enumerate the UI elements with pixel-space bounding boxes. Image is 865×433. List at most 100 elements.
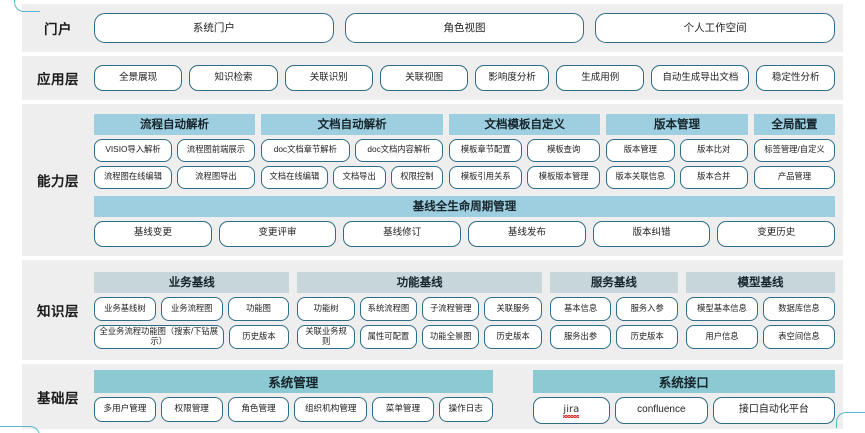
- app-item-generate-case[interactable]: 生成用例: [556, 65, 645, 91]
- lifecycle-item-change-history[interactable]: 变更历史: [717, 220, 836, 247]
- know-chip-function-panorama[interactable]: 功能全景图: [422, 324, 480, 349]
- know-chip-system-flowchart[interactable]: 系统流程图: [359, 296, 418, 321]
- lifecycle-item-baseline-revision[interactable]: 基线修订: [343, 220, 462, 247]
- cap-chip-version-relation-info[interactable]: 版本关联信息: [606, 165, 675, 189]
- know-chip-function-diagram[interactable]: 功能图: [227, 296, 290, 321]
- know-chip-service-history-version[interactable]: 历史版本: [616, 324, 678, 349]
- found-chip-multi-user-mgmt[interactable]: 多用户管理: [94, 396, 156, 422]
- foundation-group-system-mgmt: 系统管理 多用户管理 权限管理 角色管理 组织机构管理 菜单管理 操作日志: [94, 369, 493, 424]
- cap-chip-template-section-config[interactable]: 模板章节配置: [449, 138, 523, 162]
- jira-label: jira: [563, 404, 580, 418]
- found-chip-role-mgmt[interactable]: 角色管理: [227, 396, 290, 422]
- layer-row-knowledge: 知识层 业务基线 业务基线树 业务流程图 功能图 全业务流程功能图（搜索/下钻展…: [22, 260, 843, 360]
- cap-chip-visio-import-parse[interactable]: VISIO导入解析: [94, 138, 172, 162]
- found-chip-confluence[interactable]: confluence: [615, 396, 708, 424]
- lifecycle-item-baseline-release[interactable]: 基线发布: [468, 220, 586, 247]
- knowledge-groups: 业务基线 业务基线树 业务流程图 功能图 全业务流程功能图（搜索/下钻展示） 历…: [94, 271, 836, 349]
- found-chip-operation-log[interactable]: 操作日志: [438, 396, 493, 422]
- cap-chip-doc-export[interactable]: 文档导出: [332, 165, 386, 189]
- know-chip-related-service[interactable]: 关联服务: [484, 296, 542, 321]
- portal-item-personal-workspace[interactable]: 个人工作空间: [595, 13, 836, 43]
- capability-group-process-parse: 流程自动解析 VISIO导入解析 流程图前端展示 流程图在线编辑 流程图导出: [94, 113, 255, 189]
- app-item-relation-view[interactable]: 关联视图: [379, 65, 469, 91]
- know-chip-attribute-configurable[interactable]: 属性可配置: [359, 324, 418, 349]
- cap-chip-template-reference-relation[interactable]: 模板引用关系: [449, 165, 523, 189]
- layer-label-knowledge: 知识层: [37, 304, 79, 319]
- scan-edge-bottom-left: [0, 426, 40, 433]
- know-chip-full-business-flow-function-diagram[interactable]: 全业务流程功能图（搜索/下钻展示）: [94, 324, 224, 349]
- knowledge-group-model-baseline: 模型基线 模型基本信息 数据库信息 用户信息 表空间信息: [685, 271, 836, 349]
- foundation-group-header-system-interface: 系统接口: [532, 369, 835, 393]
- knowledge-row: 服务出参 历史版本: [549, 324, 678, 349]
- knowledge-row: 用户信息 表空间信息: [685, 324, 836, 349]
- knowledge-row: 模型基本信息 数据库信息: [685, 296, 836, 321]
- foundation-groups: 系统管理 多用户管理 权限管理 角色管理 组织机构管理 菜单管理 操作日志 系统…: [94, 369, 835, 424]
- cap-chip-version-compare[interactable]: 版本比对: [679, 138, 748, 162]
- found-chip-jira[interactable]: jira: [532, 396, 611, 424]
- capability-row: 产品管理: [753, 165, 835, 189]
- app-item-knowledge-search[interactable]: 知识检索: [189, 65, 278, 91]
- portal-item-system-portal[interactable]: 系统门户: [94, 13, 334, 43]
- cap-chip-doc-section-parse[interactable]: doc文档章节解析: [260, 138, 350, 162]
- know-chip-user-info[interactable]: 用户信息: [685, 324, 758, 349]
- knowledge-group-function-baseline: 功能基线 功能树 系统流程图 子流程管理 关联服务 关联业务规则 属性可配置 功…: [297, 271, 542, 349]
- capability-body: 流程自动解析 VISIO导入解析 流程图前端展示 流程图在线编辑 流程图导出 文…: [94, 108, 843, 253]
- application-body: 全景展现 知识检索 关联识别 关联视图 影响度分析 生成用例 自动生成导出文档 …: [94, 59, 843, 97]
- lifecycle-item-change-review[interactable]: 变更评审: [218, 220, 337, 247]
- know-chip-basic-info[interactable]: 基本信息: [549, 296, 612, 321]
- know-chip-function-tree[interactable]: 功能树: [297, 296, 355, 321]
- know-chip-business-baseline-tree[interactable]: 业务基线树: [94, 296, 156, 321]
- found-chip-interface-automation-platform[interactable]: 接口自动化平台: [712, 396, 835, 424]
- app-item-stability-analysis[interactable]: 稳定性分析: [756, 65, 836, 91]
- cap-chip-product-mgmt[interactable]: 产品管理: [753, 165, 835, 189]
- cap-chip-version-management[interactable]: 版本管理: [606, 138, 675, 162]
- found-chip-menu-mgmt[interactable]: 菜单管理: [372, 396, 434, 422]
- know-chip-service-output-param[interactable]: 服务出参: [549, 324, 612, 349]
- capability-groups: 流程自动解析 VISIO导入解析 流程图前端展示 流程图在线编辑 流程图导出 文…: [94, 113, 835, 189]
- layer-row-portal: 门户 系统门户 角色视图 个人工作空间: [22, 4, 843, 52]
- cap-chip-tag-mgmt-custom[interactable]: 标签管理/自定义: [753, 138, 835, 162]
- know-chip-function-history-version[interactable]: 历史版本: [484, 324, 542, 349]
- cap-chip-doc-online-edit[interactable]: 文档在线编辑: [260, 165, 328, 189]
- know-chip-tablespace-info[interactable]: 表空间信息: [763, 324, 836, 349]
- knowledge-row: 关联业务规则 属性可配置 功能全景图 历史版本: [297, 324, 542, 349]
- capability-lifecycle-block: 基线全生命周期管理 基线变更 变更评审 基线修订 基线发布 版本纠错 变更历史: [94, 195, 836, 247]
- know-chip-subprocess-mgmt[interactable]: 子流程管理: [422, 296, 480, 321]
- app-item-impact-analysis[interactable]: 影响度分析: [475, 65, 550, 91]
- know-chip-database-info[interactable]: 数据库信息: [763, 296, 836, 321]
- know-chip-related-business-rule[interactable]: 关联业务规则: [297, 324, 355, 349]
- layer-label-portal: 门户: [44, 22, 72, 37]
- cap-chip-template-version-mgmt[interactable]: 模板版本管理: [527, 165, 601, 189]
- app-item-panorama[interactable]: 全景展现: [94, 65, 183, 91]
- cap-chip-flowchart-online-edit[interactable]: 流程图在线编辑: [94, 165, 172, 189]
- know-chip-model-basic-info[interactable]: 模型基本信息: [685, 296, 758, 321]
- found-chip-permission-mgmt[interactable]: 权限管理: [160, 396, 223, 422]
- application-items: 全景展现 知识检索 关联识别 关联视图 影响度分析 生成用例 自动生成导出文档 …: [94, 65, 836, 91]
- know-chip-history-version[interactable]: 历史版本: [228, 324, 290, 349]
- portal-item-role-view[interactable]: 角色视图: [344, 13, 585, 43]
- knowledge-row: 业务基线树 业务流程图 功能图: [94, 296, 290, 321]
- capability-row: 文档在线编辑 文档导出 权限控制: [260, 165, 444, 189]
- capability-group-global-config: 全局配置 标签管理/自定义 产品管理: [753, 113, 835, 189]
- lifecycle-item-baseline-change[interactable]: 基线变更: [94, 220, 212, 247]
- knowledge-row: 全业务流程功能图（搜索/下钻展示） 历史版本: [94, 324, 290, 349]
- app-item-relation-recognition[interactable]: 关联识别: [284, 65, 373, 91]
- capability-row: VISIO导入解析 流程图前端展示: [94, 138, 255, 162]
- foundation-group-system-interface: 系统接口 jira confluence 接口自动化平台: [532, 369, 835, 424]
- cap-chip-doc-content-parse[interactable]: doc文档内容解析: [354, 138, 444, 162]
- app-item-auto-export-doc[interactable]: 自动生成导出文档: [651, 65, 750, 91]
- found-chip-org-structure-mgmt[interactable]: 组织机构管理: [294, 396, 368, 422]
- capability-row: 流程图在线编辑 流程图导出: [94, 165, 255, 189]
- cap-chip-permission-control[interactable]: 权限控制: [390, 165, 444, 189]
- know-chip-business-flowchart[interactable]: 业务流程图: [160, 296, 223, 321]
- know-chip-service-input-param[interactable]: 服务入参: [616, 296, 678, 321]
- knowledge-group-header-model-baseline: 模型基线: [685, 271, 835, 293]
- layer-label-foundation: 基础层: [37, 390, 79, 406]
- cap-chip-flowchart-export[interactable]: 流程图导出: [176, 165, 255, 189]
- knowledge-row: 基本信息 服务入参: [549, 296, 678, 321]
- cap-chip-template-query[interactable]: 模板查询: [527, 138, 601, 162]
- lifecycle-item-version-correction[interactable]: 版本纠错: [592, 220, 711, 247]
- cap-chip-flowchart-frontend-display[interactable]: 流程图前端展示: [176, 138, 255, 162]
- cap-chip-version-merge[interactable]: 版本合并: [679, 165, 748, 189]
